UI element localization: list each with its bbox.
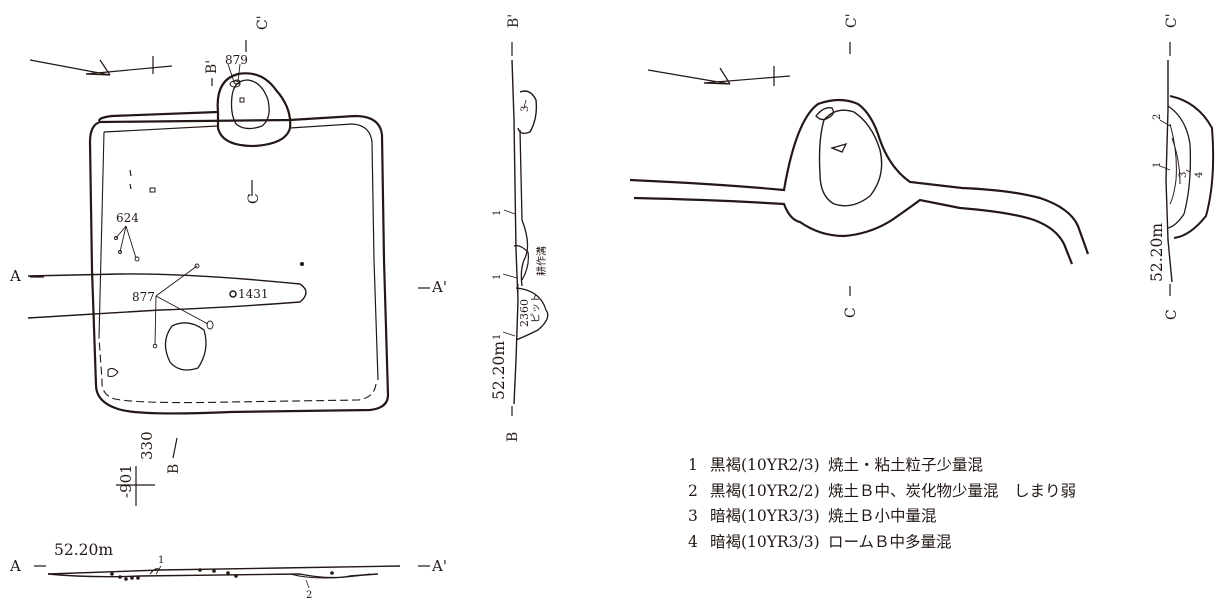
section-bb-labels: B' B 52.20m 3 1 1 1 耕作溝 2360 ピット [490, 14, 548, 442]
kamado-label-c: C [843, 307, 859, 318]
label-a-prime: A' [431, 278, 447, 296]
pit-plan-view [27, 40, 430, 506]
pit-plan-labels: A A' 879 624 877 1431 B' C' C B 330 -901 [9, 15, 447, 498]
section-bb-ditch-label: 耕作溝 [535, 246, 548, 276]
section-cc-label-c: C [1164, 309, 1180, 320]
section-bb-layer-3: 3 [520, 106, 531, 112]
section-bb-label-b: B [505, 432, 521, 442]
section-cc-layer-3: 3 [1178, 172, 1189, 178]
legend-description: 焼土・粘土粒子少量混 [828, 456, 984, 474]
section-aa-labels: A 52.20m A' 1 2 [9, 541, 447, 600]
legend-layer-number: 2 [688, 481, 698, 500]
legend-description: 焼土Ｂ小中量混 [828, 507, 937, 525]
section-bb-pit-label: ピット [530, 293, 542, 323]
label-a: A [9, 267, 21, 285]
section-cc-elevation: 52.20m [1148, 223, 1166, 282]
label-b-prime-plan: B' [204, 60, 220, 74]
legend-soil-color: 黒褐(10YR2/3) [710, 456, 820, 474]
legend-row-3: 3 暗褐(10YR3/3) 焼土Ｂ小中量混 [688, 504, 1076, 530]
kamado-label-c-prime: C' [844, 13, 860, 28]
north-arrow-icon [29, 56, 173, 76]
feature-877-label: 877 [132, 290, 155, 304]
feature-879-label: 879 [225, 53, 248, 67]
legend-description: ロームＢ中多量混 [828, 532, 952, 551]
section-cc-layer-4: 4 [1194, 172, 1205, 178]
pit-floor-dashed-edge [98, 337, 377, 404]
legend-description: 焼土Ｂ中、炭化物少量混 しまり弱 [828, 481, 1077, 500]
legend-row-2: 2 黒褐(10YR2/2) 焼土Ｂ中、炭化物少量混 しまり弱 [688, 479, 1076, 505]
section-bb-label-b-prime: B' [506, 14, 522, 28]
section-bb-layer-1-upper: 1 [492, 210, 503, 216]
feature-624-label: 624 [116, 211, 139, 225]
section-aa-label-a: A [9, 557, 21, 575]
label-c-plan: C [246, 193, 262, 204]
section-aa-label-a-prime: A' [431, 557, 447, 575]
label-c-prime-plan: C' [255, 15, 271, 30]
section-bb-pit-number: 2360 [518, 299, 531, 327]
pit-feature-oval [164, 322, 207, 371]
kamado-plan-labels: C' C [843, 13, 860, 318]
legend-row-4: 4 暗褐(10YR3/3) ロームＢ中多量混 [688, 530, 1076, 556]
section-cc-layer-1: 1 [1152, 162, 1163, 168]
section-aa-layer-2: 2 [306, 590, 312, 600]
label-b-plan: B [166, 464, 182, 474]
kamado-enlarged-plan [629, 42, 1090, 296]
feature-877-leader [152, 263, 214, 349]
section-aa-elevation: 52.20m [54, 541, 113, 559]
legend-row-1: 1 黒褐(10YR2/3) 焼土・粘土粒子少量混 [688, 453, 1076, 479]
section-cc-layer-2: 2 [1152, 114, 1163, 120]
grid-x-label: 330 [138, 431, 156, 460]
legend-soil-color: 黒褐(10YR2/2) [710, 481, 820, 500]
section-cc-label-c-prime: C' [1164, 13, 1180, 28]
pit-outer-wall [88, 110, 390, 415]
section-cc [1159, 42, 1215, 296]
section-bb [502, 42, 549, 416]
pit-inner-wall [103, 123, 379, 381]
section-aa [34, 565, 430, 589]
legend-layer-number: 1 [688, 456, 698, 474]
kamado-plan [216, 72, 292, 148]
grid-coordinate-cross [116, 466, 155, 506]
cultivation-ditch-plan [27, 273, 307, 319]
grid-y-label: -901 [117, 464, 135, 498]
feature-1431-marker [229, 290, 237, 298]
soil-layer-legend: 1 黒褐(10YR2/3) 焼土・粘土粒子少量混 2 黒褐(10YR2/2) 焼… [688, 453, 1076, 555]
legend-layer-number: 3 [688, 507, 698, 525]
legend-layer-number: 4 [688, 532, 698, 551]
feature-624-leader [114, 225, 140, 262]
section-aa-layer-1: 1 [158, 555, 164, 566]
section-bb-layer-1-lower: 1 [492, 334, 503, 340]
legend-soil-color: 暗褐(10YR3/3) [710, 532, 820, 551]
feature-1431-label: 1431 [238, 287, 269, 301]
legend-soil-color: 暗褐(10YR3/3) [710, 507, 820, 525]
section-cc-labels: C' C 52.20m 2 1 3 4 [1148, 13, 1205, 320]
north-arrow-small-icon [647, 66, 791, 86]
section-bb-layer-1-middle: 1 [492, 274, 503, 280]
section-bb-elevation: 52.20m [490, 341, 508, 400]
